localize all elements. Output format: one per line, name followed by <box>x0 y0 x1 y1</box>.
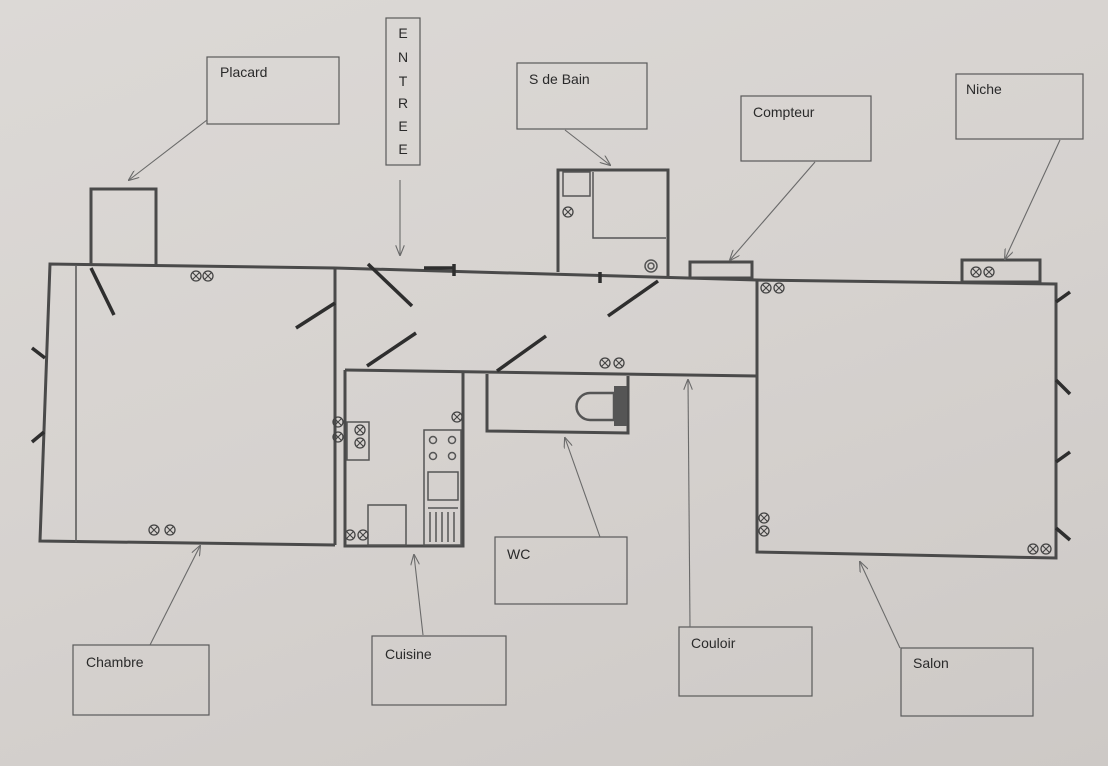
svg-text:Cuisine: Cuisine <box>385 646 432 662</box>
svg-text:E: E <box>398 25 407 41</box>
svg-text:Niche: Niche <box>966 81 1002 97</box>
room-salon <box>755 258 1072 560</box>
svg-text:Placard: Placard <box>220 64 267 80</box>
svg-text:WC: WC <box>507 546 530 562</box>
label-couloir: Couloir <box>678 380 813 697</box>
svg-text:Chambre: Chambre <box>86 654 144 670</box>
compteur-box <box>688 260 754 280</box>
room-cuisine <box>332 370 465 548</box>
label-niche: Niche <box>955 73 1084 259</box>
label-placard: Placard <box>129 56 340 180</box>
label-s-de-bain: S de Bain <box>516 62 648 165</box>
label-cuisine: Cuisine <box>371 555 507 706</box>
svg-text:S de Bain: S de Bain <box>529 71 590 87</box>
room-chambre <box>30 187 337 547</box>
room-salle-de-bain <box>556 168 670 278</box>
svg-text:Compteur: Compteur <box>753 104 815 120</box>
label-wc: WC <box>494 438 628 605</box>
svg-text:N: N <box>398 49 408 65</box>
svg-text:Couloir: Couloir <box>691 635 736 651</box>
svg-text:T: T <box>399 73 408 89</box>
label-entree: E N T R E E <box>385 17 421 255</box>
room-couloir <box>334 262 758 378</box>
label-salon: Salon <box>860 562 1034 717</box>
room-wc <box>485 374 630 435</box>
svg-text:E: E <box>398 118 407 134</box>
svg-text:E: E <box>398 141 407 157</box>
svg-text:Salon: Salon <box>913 655 949 671</box>
svg-text:R: R <box>398 95 408 111</box>
label-compteur: Compteur <box>730 95 872 260</box>
placard-closet <box>89 187 158 266</box>
niche-box <box>960 258 1042 284</box>
label-chambre: Chambre <box>72 546 210 716</box>
